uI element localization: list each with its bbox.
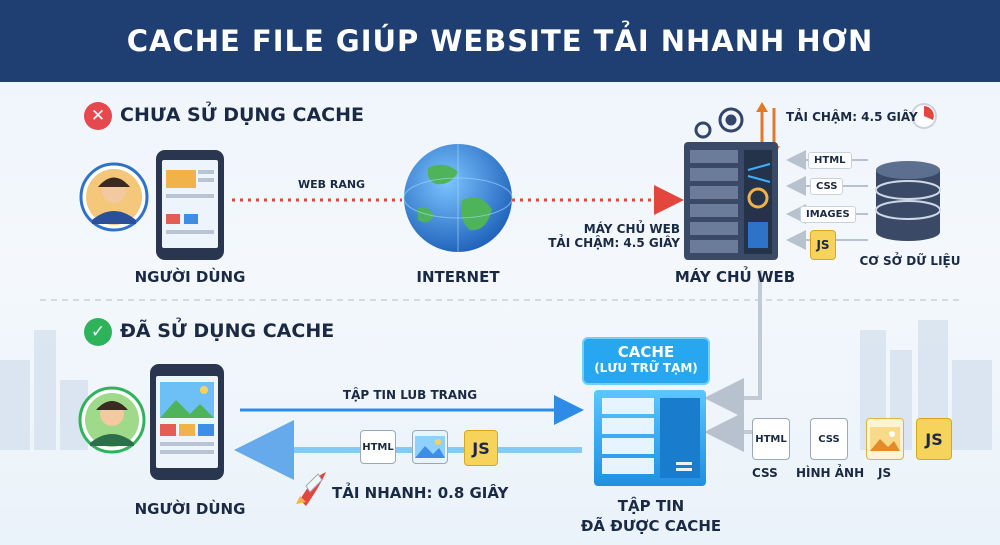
gear-icon [694,107,744,139]
database-label: CƠ SỞ DỮ LIỆU [859,254,961,268]
file-tag-css: CSS [810,178,844,195]
cache-subtitle: (LƯU TRỮ TẠM) [594,361,698,375]
file-tag-html: HTML [808,152,852,169]
error-icon: ✕ [84,102,112,130]
user-avatar-icon [79,162,149,232]
timer-icon [911,103,937,129]
slow-load-label: TẢI CHẬM: 4.5 GIÂY [786,110,918,124]
server-to-cache-arrow [704,270,762,418]
rocket-icon [296,472,326,506]
image-file-icon [412,430,448,464]
cache-box: CACHE (LƯU TRỮ TẠM) [582,337,710,385]
cache-title: CACHE [617,343,675,361]
check-icon: ✓ [84,318,112,346]
source-label-css: CSS [752,466,778,480]
internet-label: INTERNET [416,268,500,286]
phone-icon [156,150,224,260]
source-label-images: HÌNH ẢNH [796,466,865,480]
image-file-icon [866,418,904,460]
section-heading-no-cache: CHƯA SỬ DỤNG CACHE [120,104,364,126]
css-file-icon: CSS [810,418,848,460]
forward-arrow-label: TẬP TIN LUB TRANG [342,388,478,402]
section-heading-with-cache: ĐÃ SỬ DỤNG CACHE [120,320,335,342]
source-label-js: JS [878,466,892,480]
js-file-icon: JS [810,230,836,260]
user-label-cache: NGƯỜI DÙNG [134,500,246,518]
cached-files-label: TẬP TIN ĐÃ ĐƯỢC CACHE [580,497,722,535]
html-file-icon: HTML [360,430,396,464]
globe-icon [403,144,513,252]
user-label: NGƯỜI DÙNG [134,268,246,286]
file-tag-images: IMAGES [800,206,856,223]
user-avatar-icon [78,386,146,454]
connection-label: WEB RANG [298,178,366,191]
city-skyline [0,320,992,450]
page-title: CACHE FILE GIÚP WEBSITE TẢI NHANH HƠN [126,24,874,58]
title-bar: CACHE FILE GIÚP WEBSITE TẢI NHANH HƠN [0,0,1000,82]
fast-load-label: TẢI NHANH: 0.8 GIÂY [332,484,509,502]
database-icon [875,161,941,241]
server-note: MÁY CHỦ WEB TẢI CHẬM: 4.5 GIÂY [548,222,680,250]
js-file-icon: JS [916,418,952,460]
phone-icon [150,364,224,480]
js-file-icon: JS [464,430,498,466]
web-server-label: MÁY CHỦ WEB [674,268,796,286]
cache-server-icon [594,390,706,486]
html-file-icon: HTML [752,418,790,460]
web-server-icon [684,142,778,260]
